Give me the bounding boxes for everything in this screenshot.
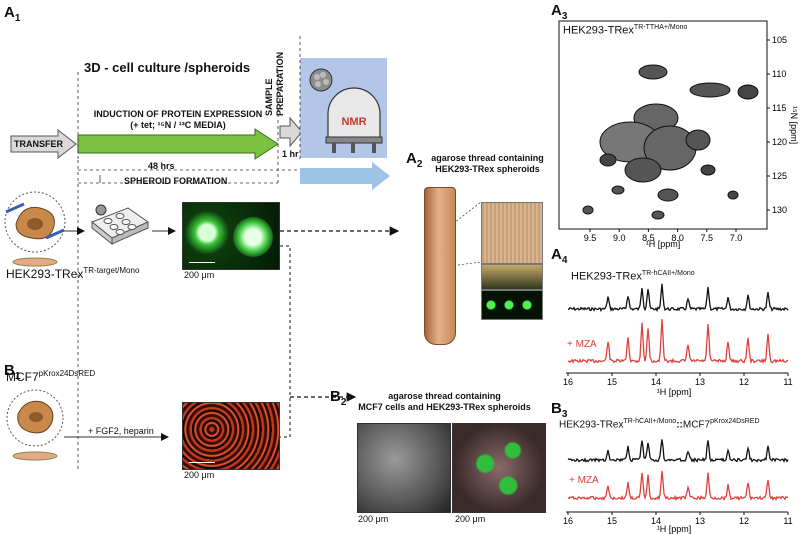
b3-x-ticks: 16 15 14 13 12 11 — [563, 512, 793, 526]
hek-cell-illustration — [4, 191, 66, 267]
x-tick-label: 13 — [695, 516, 705, 526]
cell-line-a-label: HEK293-TRexTR-target/Mono — [6, 266, 140, 281]
mcf7-micrograph — [182, 402, 280, 470]
mcf7-cell-illustration — [6, 389, 64, 461]
panel-label-b1: B1 — [4, 362, 21, 382]
x-tick-label: 7.0 — [730, 233, 743, 243]
x-tick-label: 11 — [783, 516, 792, 526]
spheroid-micrograph — [182, 202, 280, 270]
x-tick-label: 15 — [607, 377, 617, 387]
b3-mza-label: + MZA — [569, 475, 599, 486]
a3-y-ticks: 105 110 115 120 125 130 — [767, 35, 787, 215]
b2-title: agarose thread containing MCF7 cells and… — [352, 391, 537, 413]
x-tick-label: 8.0 — [671, 233, 684, 243]
sample-prep-line1: SAMPLE — [264, 78, 274, 116]
thread-zoom-image — [481, 202, 543, 264]
cell-line-b-label: MCF7pKrox24DsRED — [6, 369, 96, 384]
x-tick-label: 15 — [607, 516, 617, 526]
b2-title-line2: MCF7 cells and HEK293-TRex spheroids — [358, 402, 531, 412]
a3-sample-label: HEK293-TRexTR-TTHA+/Mono — [563, 24, 688, 37]
b2-fluorescence-image — [452, 423, 546, 513]
panel-label-a2: A2 — [406, 150, 423, 170]
b3-xlabel: ¹H [ppm] — [657, 524, 692, 534]
a2-title-line2: HEK293-TRex spheroids — [435, 164, 540, 174]
b3-spectra: 16 15 14 13 12 11 ¹H [ppm] — [563, 439, 793, 534]
nmr-magnet-icon: NMR — [309, 68, 383, 153]
a4-spectrum-red — [567, 319, 789, 365]
x-tick-label: 8.5 — [642, 233, 655, 243]
panel-label-a4: A4 — [551, 246, 568, 266]
well-plate-icon — [91, 204, 150, 246]
duration-1: 1 hr — [282, 149, 299, 159]
a3-ylabel: ¹⁵N [ppm] — [789, 106, 798, 144]
induction-label-line1: INDUCTION OF PROTEIN EXPRESSION — [93, 109, 263, 119]
transfer-label: TRANSFER — [14, 139, 63, 149]
x-tick-label: 16 — [563, 516, 573, 526]
y-tick-label: 115 — [772, 103, 786, 113]
b3-spectrum-black — [567, 439, 789, 463]
a3-hsqc-plot: 9.5 9.0 8.5 8.0 7.5 7.0 105 110 115 120 125 130 ¹H… — [558, 20, 798, 249]
y-tick-label: 105 — [772, 35, 787, 45]
x-tick-label: 13 — [695, 377, 705, 387]
a4-mza-label: + MZA — [567, 339, 597, 350]
induction-label-line2: (+ tet; ¹⁵N / ¹³C MEDIA) — [130, 120, 226, 130]
nmr-tube — [424, 187, 456, 345]
transfer-arrow — [10, 128, 77, 160]
thread-brightfield-image — [481, 264, 543, 290]
y-tick-label: 120 — [772, 137, 787, 147]
b2-brightfield-image — [357, 423, 451, 513]
scale-a-label: 200 μm — [184, 270, 215, 280]
y-tick-label: 125 — [772, 171, 787, 181]
x-tick-label: 12 — [739, 377, 749, 387]
panel-label-a1: A1 — [4, 4, 21, 24]
a3-xlabel: ¹H [ppm] — [646, 239, 681, 249]
a4-sample-label: HEK293-TRexTR-hCAII+/Mono — [571, 270, 695, 283]
nmr-text: NMR — [341, 116, 366, 128]
a4-xlabel: ¹H [ppm] — [657, 387, 692, 397]
x-tick-label: 12 — [739, 516, 749, 526]
induction-label: INDUCTION OF PROTEIN EXPRESSION (+ tet; … — [78, 109, 278, 131]
panel-label-b3: B3 — [551, 400, 568, 420]
x-tick-label: 7.5 — [701, 233, 714, 243]
x-tick-label: 16 — [563, 377, 573, 387]
b3-spectrum-red — [567, 470, 789, 502]
x-tick-label: 9.5 — [584, 233, 597, 243]
b2-scale-right: 200 μm — [455, 514, 486, 524]
sample-prep-line2: PREPARATION — [275, 51, 285, 116]
a4-spectrum-black — [567, 283, 789, 313]
y-tick-label: 130 — [772, 205, 787, 215]
a2-title: agarose thread containing HEK293-TRex sp… — [420, 153, 555, 175]
workflow-title: 3D - cell culture /spheroids — [84, 60, 251, 75]
a4-x-ticks: 16 15 14 13 12 11 — [563, 373, 793, 387]
x-tick-label: 14 — [651, 377, 661, 387]
b3-sample-label: HEK293-TRexTR-hCAII+/Mono::MCF7pKrox24Ds… — [559, 418, 760, 431]
scale-b-label: 200 μm — [184, 470, 215, 480]
spheroid-formation-label: SPHEROID FORMATION — [124, 176, 228, 186]
thread-fluorescence-image — [481, 290, 543, 320]
x-tick-label: 11 — [783, 377, 792, 387]
blue-arrow — [300, 162, 390, 190]
b2-title-line1: agarose thread containing — [388, 391, 501, 401]
y-tick-label: 110 — [772, 69, 786, 79]
x-tick-label: 14 — [651, 516, 661, 526]
fgf-label: + FGF2, heparin — [88, 426, 154, 436]
b2-scale-left: 200 μm — [358, 514, 389, 524]
a4-spectra: 16 15 14 13 12 11 ¹H [ppm] — [563, 283, 793, 397]
duration-48: 48 hrs — [148, 161, 175, 171]
induction-arrow — [77, 128, 279, 160]
panel-label-a3: A3 — [551, 2, 568, 22]
x-tick-label: 9.0 — [613, 233, 626, 243]
a3-contours — [582, 64, 759, 220]
a2-title-line1: agarose thread containing — [431, 153, 544, 163]
a3-x-ticks: 9.5 9.0 8.5 8.0 7.5 7.0 — [584, 229, 743, 243]
sample-prep-arrow — [279, 116, 303, 148]
